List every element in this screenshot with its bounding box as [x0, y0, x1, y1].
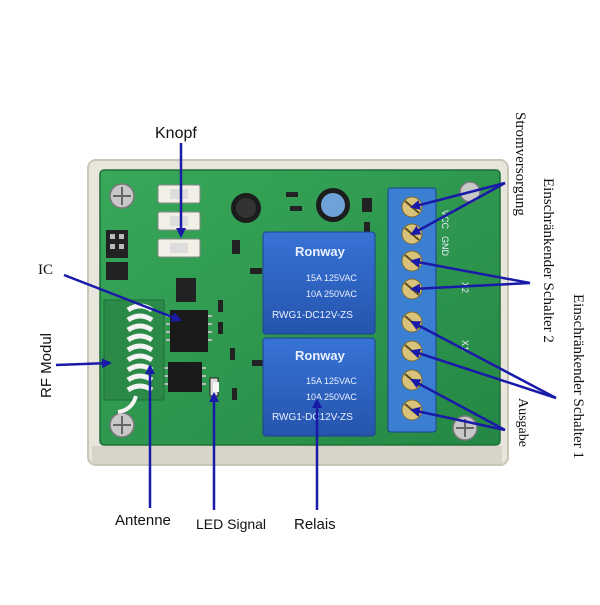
led	[213, 382, 219, 392]
relay-2: Ronway 15A 125VAC 10A 250VAC RWG1-DC12V-…	[262, 337, 376, 437]
arrow-schalter1-b	[410, 348, 557, 400]
label-schalter-2: Einschränkender Schalter 2	[540, 178, 556, 343]
arrow-strom-vcc	[410, 181, 506, 210]
label-ic: IC	[38, 262, 53, 278]
arrow-ausgabe-a	[410, 378, 506, 432]
arrow-schalter2-a	[410, 257, 531, 285]
antenna-coil	[117, 303, 154, 414]
relay-1-rating2: 10A 250VAC	[306, 289, 357, 299]
label-knopf: Knopf	[155, 125, 197, 142]
arrow-schalter2-b	[410, 281, 531, 294]
relay-2-rating1: 15A 125VAC	[306, 376, 357, 386]
arrow-strom-gnd	[410, 181, 506, 236]
ic-chips	[164, 310, 212, 392]
terminal-gnd-label: GND	[440, 236, 450, 257]
terminal-vcc-label: VCC	[440, 210, 450, 230]
header-pins	[106, 230, 196, 302]
arrow-ic	[63, 273, 182, 322]
capacitors	[231, 188, 350, 223]
label-relais: Relais	[294, 516, 336, 533]
arrow-rf-modul	[55, 358, 112, 369]
arrow-schalter1-a	[410, 320, 557, 400]
relay-2-brand: Ronway	[295, 348, 346, 363]
label-led-signal: LED Signal	[196, 516, 267, 532]
relay-1-model: RWG1-DC12V-ZS	[272, 310, 353, 321]
relay-2-model: RWG1-DC12V-ZS	[272, 412, 353, 423]
relay-2-rating2: 10A 250VAC	[306, 392, 357, 402]
pointer-arrows	[55, 143, 557, 510]
label-stromversorgung: Stromversorgung	[512, 112, 528, 216]
label-ausgabe: Ausgabe	[515, 398, 530, 447]
terminal-x1-label: X1	[460, 340, 470, 351]
arrow-ausgabe-b	[410, 406, 506, 432]
label-schalter-1: Einschränkender Schalter 1	[570, 294, 586, 459]
label-antenne: Antenne	[115, 512, 171, 529]
relay-1: Ronway 15A 125VAC 10A 250VAC RWG1-DC12V-…	[262, 231, 376, 335]
buttons	[157, 184, 201, 258]
relay-1-rating1: 15A 125VAC	[306, 273, 357, 283]
label-rf-modul: RF Modul	[38, 332, 55, 398]
relay-1-brand: Ronway	[295, 244, 346, 259]
